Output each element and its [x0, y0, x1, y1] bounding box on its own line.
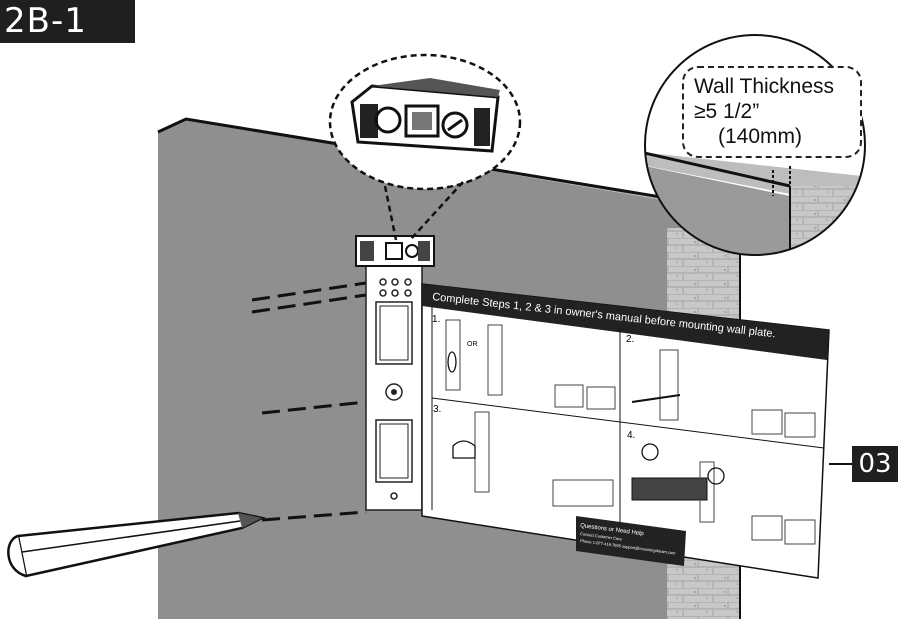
step-4-number: 4.	[627, 430, 635, 441]
callout-line-2: ≥5 1/2”	[694, 99, 860, 124]
bubble-level	[356, 236, 434, 266]
step-2-number: 2.	[626, 334, 634, 345]
step-1-or: OR	[467, 341, 478, 348]
callout-line-3: (140mm)	[694, 124, 860, 149]
wall-plate	[366, 265, 422, 510]
step-3-number: 3.	[433, 404, 441, 415]
wall-thickness-callout: Wall Thickness ≥5 1/2” (140mm)	[682, 66, 862, 158]
step-1-number: 1.	[432, 314, 440, 325]
page-number: 03	[852, 446, 898, 482]
step-label: 2B-1	[0, 0, 135, 43]
callout-line-1: Wall Thickness	[694, 74, 860, 99]
